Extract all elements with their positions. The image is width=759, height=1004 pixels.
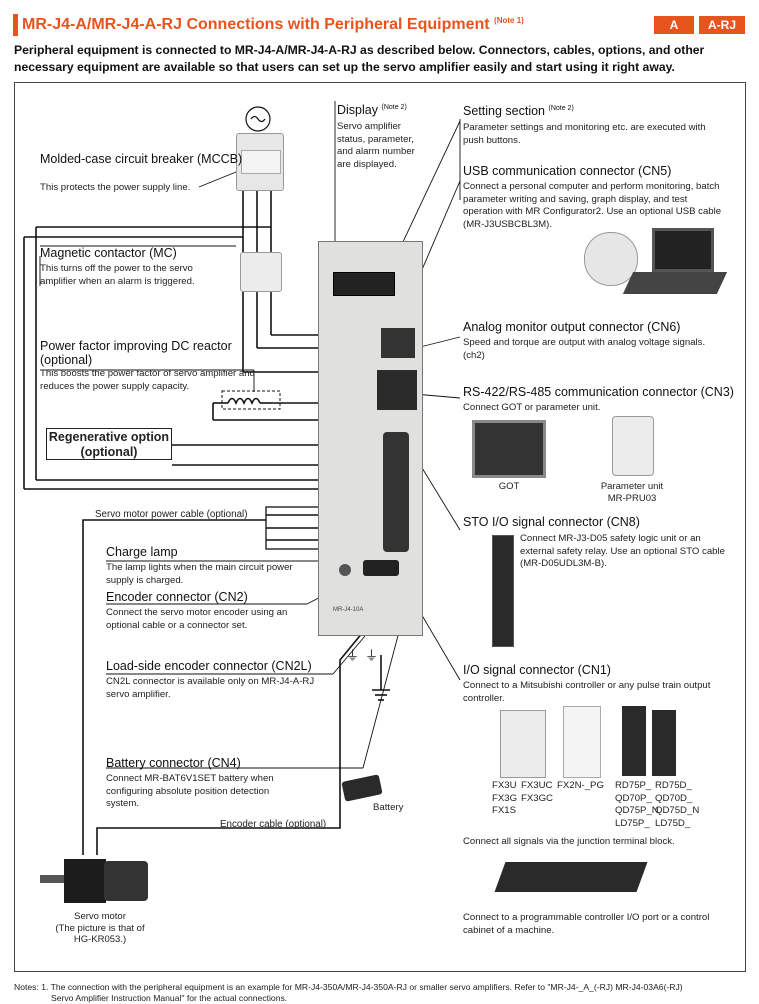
servo-motor-caption: Servo motor (The picture is that of HG-K… — [55, 911, 145, 945]
got-label: GOT — [498, 481, 520, 492]
usb-title: USB communication connector (CN5) — [463, 164, 672, 178]
badge-a-rj: A-RJ — [699, 16, 745, 34]
mccb-title: Molded-case circuit breaker (MCCB) — [40, 152, 243, 166]
got-image — [472, 420, 546, 478]
ground-icon-1: ⏚ — [346, 648, 360, 663]
battery-desc: Connect MR-BAT6V1SET battery when config… — [106, 773, 274, 809]
ground-icon-2: ⏚ — [365, 648, 379, 663]
analog-desc: Speed and torque are output with analog … — [463, 337, 706, 361]
regenerative-option-box: Regenerative option (optional) — [46, 428, 172, 460]
rd75p-image — [622, 706, 646, 776]
analog-title: Analog monitor output connector (CN6) — [463, 320, 681, 334]
reactor-desc: This boosts the power factor of servo am… — [40, 368, 255, 392]
diagram-frame — [14, 82, 746, 972]
title-accent-bar — [13, 14, 18, 36]
cn2-port — [363, 560, 399, 576]
encoder-desc: Connect the servo motor encoder using an… — [106, 607, 288, 631]
battery-label: Battery — [373, 802, 404, 813]
footnotes: Notes: 1. The connection with the periph… — [14, 982, 683, 1003]
junction-block-image — [494, 862, 648, 892]
loadside-title: Load-side encoder connector (CN2L) — [106, 659, 312, 673]
encoder-cable-label: Encoder cable (optional) — [220, 819, 327, 830]
display-panel — [333, 272, 395, 296]
mccb-image — [236, 133, 284, 191]
mc-desc: This turns off the power to the servo am… — [40, 263, 195, 287]
cn5-port — [381, 328, 415, 358]
reactor-title: Power factor improving DC reactor (optio… — [40, 339, 232, 367]
laptop-image — [652, 228, 714, 272]
motor-cable-label: Servo motor power cable (optional) — [95, 509, 248, 520]
fx-controller-image — [500, 710, 546, 778]
model-label: MR-J4-10A — [333, 607, 364, 613]
mc-title: Magnetic contactor (MC) — [40, 246, 177, 260]
cn1-port — [383, 432, 409, 552]
charge-lamp-title: Charge lamp — [106, 545, 178, 559]
battery-title: Battery connector (CN4) — [106, 756, 241, 770]
rs-title: RS-422/RS-485 communication connector (C… — [463, 385, 734, 399]
junction-desc: Connect all signals via the junction ter… — [463, 836, 675, 847]
intro-text: Peripheral equipment is connected to MR-… — [14, 43, 705, 74]
parameter-unit-label: Parameter unit MR-PRU03 — [600, 481, 664, 504]
setting-title: Setting section (Note 2) — [463, 104, 574, 118]
usb-desc: Connect a personal computer and perform … — [463, 181, 722, 230]
page-title: MR-J4-A/MR-J4-A-RJ Connections with Peri… — [22, 16, 524, 33]
charge-lamp-desc: The lamp lights when the main circuit po… — [106, 562, 293, 586]
cd-rom-image — [584, 232, 638, 286]
display-title: Display (Note 2) — [337, 103, 407, 117]
fx-col3: FX2N-_PG — [557, 780, 604, 791]
display-desc: Servo amplifier status, parameter, and a… — [337, 121, 415, 170]
servo-motor-image — [40, 855, 150, 907]
sto-title: STO I/O signal connector (CN8) — [463, 515, 640, 529]
sto-desc: Connect MR-J3-D05 safety logic unit or a… — [520, 533, 725, 569]
parameter-unit-image — [612, 416, 654, 476]
rs-desc: Connect GOT or parameter unit. — [463, 402, 601, 413]
io-title: I/O signal connector (CN1) — [463, 663, 611, 677]
setting-desc: Parameter settings and monitoring etc. a… — [463, 122, 706, 146]
badge-a: A — [654, 16, 694, 34]
servo-amplifier-image: MR-J4-10A — [318, 241, 423, 636]
loadside-desc: CN2L connector is available only on MR-J… — [106, 676, 315, 700]
rd75d-image — [652, 710, 676, 776]
encoder-title: Encoder connector (CN2) — [106, 590, 248, 604]
magnetic-contactor-image — [240, 252, 282, 292]
io-desc: Connect to a Mitsubishi controller or an… — [463, 680, 711, 704]
mccb-desc: This protects the power supply line. — [40, 182, 191, 193]
laptop-base-image — [622, 272, 728, 294]
safety-logic-unit-image — [492, 535, 514, 647]
plc-desc: Connect to a programmable controller I/O… — [463, 912, 710, 936]
charge-lamp-icon — [339, 564, 351, 576]
cn3-port — [377, 370, 417, 410]
fx2n-pg-image — [563, 706, 601, 778]
